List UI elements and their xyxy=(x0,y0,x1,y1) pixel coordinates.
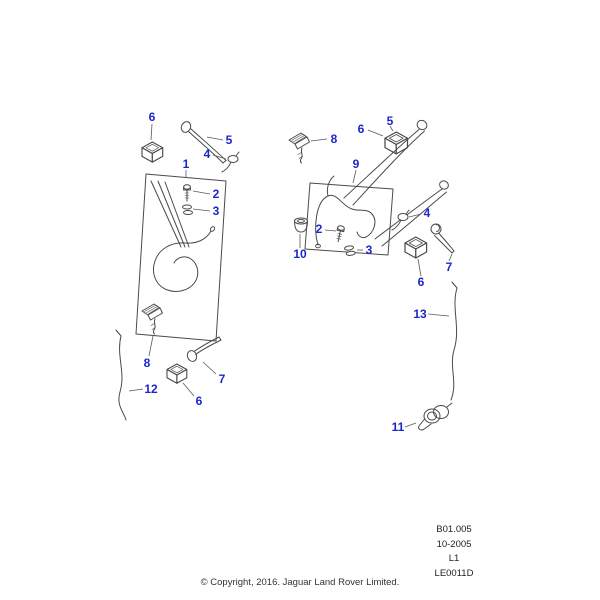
washers-left xyxy=(182,204,193,215)
clip-left-top xyxy=(141,141,164,163)
callout-3-washers-right: 3 xyxy=(365,243,373,257)
screw-left xyxy=(183,184,191,202)
callout-7-cable-tie-right-bottom: 7 xyxy=(445,260,453,274)
callout-2-screw-right: 2 xyxy=(315,222,323,236)
callout-4-nozzle-right: 4 xyxy=(423,206,431,220)
cable-tie-right-mid xyxy=(374,180,449,247)
cable-tie-right-top xyxy=(343,119,428,206)
callout-3-washers-left: 3 xyxy=(212,204,220,218)
cable-tie-right-bottom xyxy=(430,223,455,254)
sheet-code: L1 xyxy=(448,553,460,564)
washer-jet-left xyxy=(141,303,163,335)
callout-11-hose-clip: 11 xyxy=(391,420,405,434)
date-code: 10-2005 xyxy=(436,538,472,550)
callout-6-clip-right-bottom: 6 xyxy=(417,275,425,289)
callout-1-tube-assembly-left: 1 xyxy=(182,157,190,171)
callout-5-cable-tie-left-top: 5 xyxy=(225,133,233,147)
callout-6-clip-left-top: 6 xyxy=(148,110,156,124)
callout-2-screw-left: 2 xyxy=(212,187,220,201)
tube-left xyxy=(115,329,127,421)
callout-13-tube-right: 13 xyxy=(413,307,427,321)
washer-jet-right xyxy=(288,132,310,164)
washer-nozzle-right xyxy=(391,209,410,231)
drawing-number: LE0011D xyxy=(434,567,474,579)
copyright-notice: © Copyright, 2016. Jaguar Land Rover Lim… xyxy=(200,577,400,588)
drawing-reference-block: B01.005 10-2005 L1 LE0011D xyxy=(410,523,498,581)
clip-left-bottom xyxy=(166,363,188,384)
figure-ref: B01.005 xyxy=(436,524,472,535)
callout-8-jet-right: 8 xyxy=(330,132,338,146)
washers-right xyxy=(343,244,356,257)
callout-7-cable-tie-left-bottom: 7 xyxy=(218,372,226,386)
grommet-right xyxy=(294,217,308,233)
screw-right xyxy=(334,224,346,243)
callout-6-clip-right-top: 6 xyxy=(357,122,365,136)
cable-tie-left-bottom xyxy=(186,336,222,362)
callout-8-jet-left: 8 xyxy=(143,356,151,370)
hose-clip xyxy=(418,402,453,431)
callout-5-cable-tie-right-top: 5 xyxy=(386,114,394,128)
callout-6-clip-left-bottom: 6 xyxy=(195,394,203,408)
tube-assembly-box-right xyxy=(304,175,394,256)
callout-10-grommet-right: 10 xyxy=(293,247,307,261)
leader-lines xyxy=(128,123,453,428)
tube-right xyxy=(450,281,458,401)
callout-9-tube-assembly-right: 9 xyxy=(352,157,360,171)
tube-assembly-box-left xyxy=(135,173,227,342)
clip-right-bottom xyxy=(404,236,428,259)
callout-4-nozzle-left: 4 xyxy=(203,147,211,161)
callout-12-tube-left: 12 xyxy=(144,382,158,396)
